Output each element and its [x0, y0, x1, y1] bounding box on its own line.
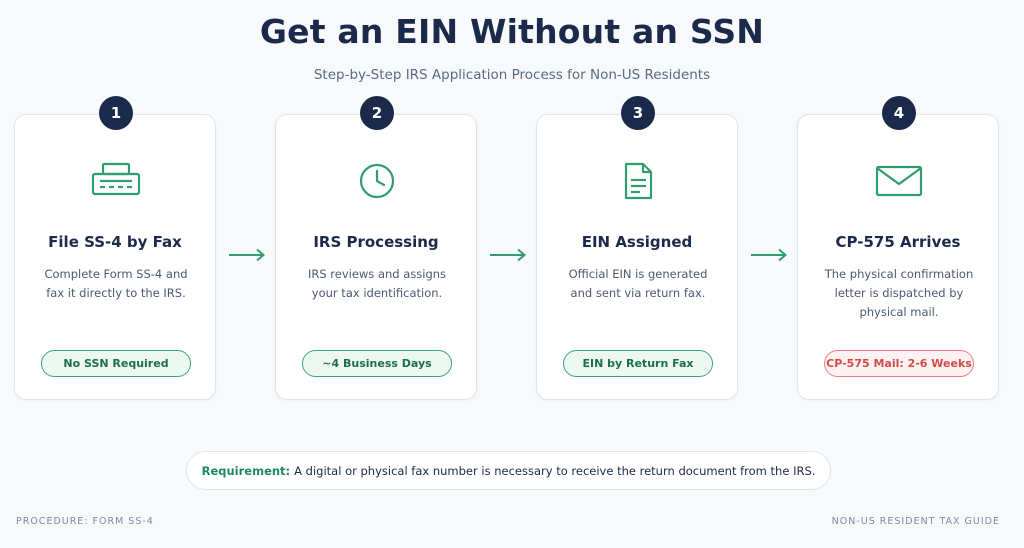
page-title: Get an EIN Without an SSN — [259, 12, 765, 51]
right-arrow-icon — [229, 248, 266, 262]
step-card-3: 3 EIN Assigned Official EIN is generated… — [536, 96, 738, 400]
page-subtitle: Step-by-Step IRS Application Process for… — [313, 67, 711, 83]
step-title: CP-575 Arrives — [835, 233, 961, 251]
requirement-text: A digital or physical fax number is nece… — [294, 463, 816, 478]
fax-machine-icon — [91, 161, 141, 201]
step-description: IRS reviews and assigns your tax identif… — [307, 267, 447, 300]
step-title: EIN Assigned — [581, 233, 693, 251]
step-title: IRS Processing — [313, 233, 439, 251]
step-number-badge: 3 — [621, 96, 655, 130]
step-number-badge: 1 — [99, 96, 133, 130]
step-description: Complete Form SS-4 and fax it directly t… — [44, 267, 188, 300]
step-card-4: 4 CP-575 Arrives The physical confirmati… — [797, 96, 999, 400]
step-status-pill: EIN by Return Fax — [563, 350, 713, 377]
clock-icon — [352, 161, 402, 201]
step-status-pill: ~4 Business Days — [302, 350, 452, 377]
requirement-label: Requirement: — [201, 463, 291, 478]
right-arrow-icon — [751, 248, 788, 262]
right-arrow-icon — [490, 248, 527, 262]
step-description: Official EIN is generated and sent via r… — [568, 267, 708, 300]
envelope-icon — [874, 161, 924, 201]
step-number-badge: 4 — [882, 96, 916, 130]
step-status-pill: CP-575 Mail: 2-6 Weeks — [824, 350, 974, 377]
step-status-pill: No SSN Required — [41, 350, 191, 377]
document-icon — [613, 161, 663, 201]
step-card-1: 1 File SS-4 by Fax Complete Form SS-4 an… — [14, 96, 216, 400]
step-number-badge: 2 — [360, 96, 394, 130]
footer-procedure-label: PROCEDURE: FORM SS-4 — [16, 516, 154, 527]
step-title: File SS-4 by Fax — [48, 233, 182, 251]
step-card-2: 2 IRS Processing IRS reviews and assigns… — [275, 96, 477, 400]
footer-guide-label: NON-US RESIDENT TAX GUIDE — [831, 516, 1000, 527]
requirement-banner: Requirement: A digital or physical fax n… — [186, 451, 831, 490]
step-description: The physical confirmation letter is disp… — [824, 267, 974, 319]
